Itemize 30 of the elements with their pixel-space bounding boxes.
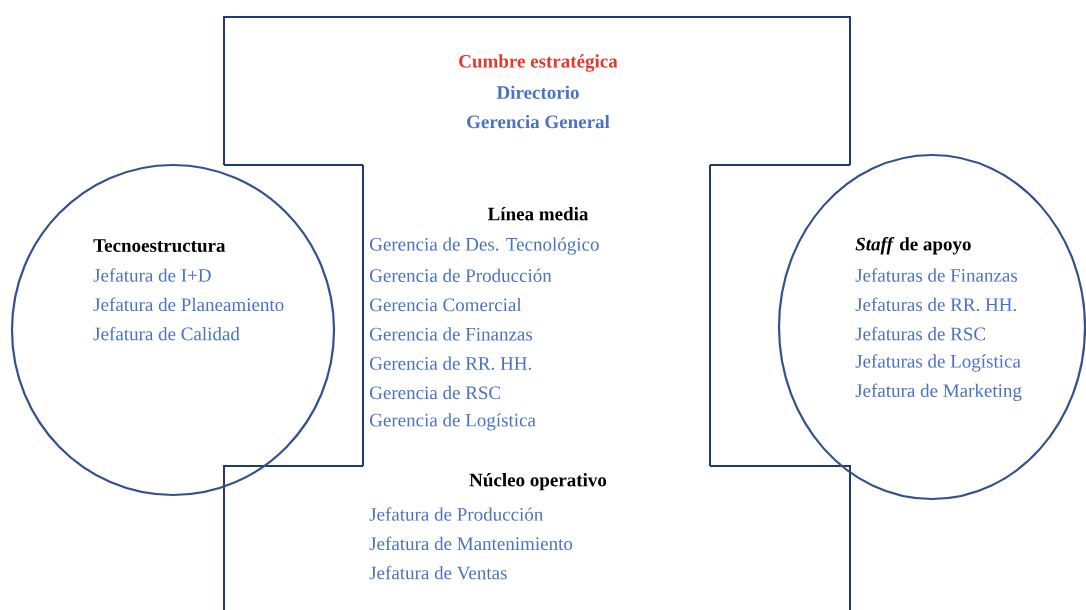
unit-circle (10, 163, 336, 497)
operating-core-box (223, 465, 851, 610)
unit-label: Gerencia de Producción (370, 268, 552, 282)
heading: Staff de apoyo (855, 236, 971, 255)
unit-label: Directorio (496, 85, 579, 99)
strategic-apex-box (223, 16, 851, 166)
unit-label: Jefaturas de Logística (855, 354, 1021, 372)
unit-label: Jefatura de Calidad (93, 326, 240, 341)
unit-label: Gerencia de Logística (370, 413, 536, 431)
unit-label: Gerencia Comercial (370, 297, 522, 312)
heading: Tecnoestructura (93, 239, 226, 253)
unit-label: Jefatura de Planeamiento (93, 297, 284, 312)
unit-label: Gerencia de RR. HH. (370, 356, 531, 370)
unit-label: Jefatura de I+D (93, 268, 211, 282)
unit-label: Gerencia General (467, 114, 610, 129)
unit-label: Jefatura de Marketing (855, 383, 1022, 401)
unit-circle (777, 153, 1086, 501)
heading: Núcleo operativo (469, 473, 607, 491)
middle-line-box (362, 164, 711, 467)
heading: Cumbre estratégica (459, 54, 618, 72)
unit-label: Jefaturas de Finanzas (855, 268, 1018, 282)
unit-label: Jefatura de Producción (369, 507, 544, 521)
heading: Línea media (487, 207, 589, 221)
unit-label: Jefatura de Mantenimiento (369, 536, 573, 551)
unit-label: Gerencia de Finanzas (370, 327, 533, 341)
unit-label: Jefaturas de RR. HH. (855, 297, 1016, 312)
unit-label: Gerencia de RSC (370, 385, 501, 400)
unit-label: Jefatura de Ventas (369, 565, 507, 580)
unit-label: Gerencia de Des. Tecnológico (370, 237, 599, 255)
unit-label: Jefaturas de RSC (855, 326, 986, 341)
